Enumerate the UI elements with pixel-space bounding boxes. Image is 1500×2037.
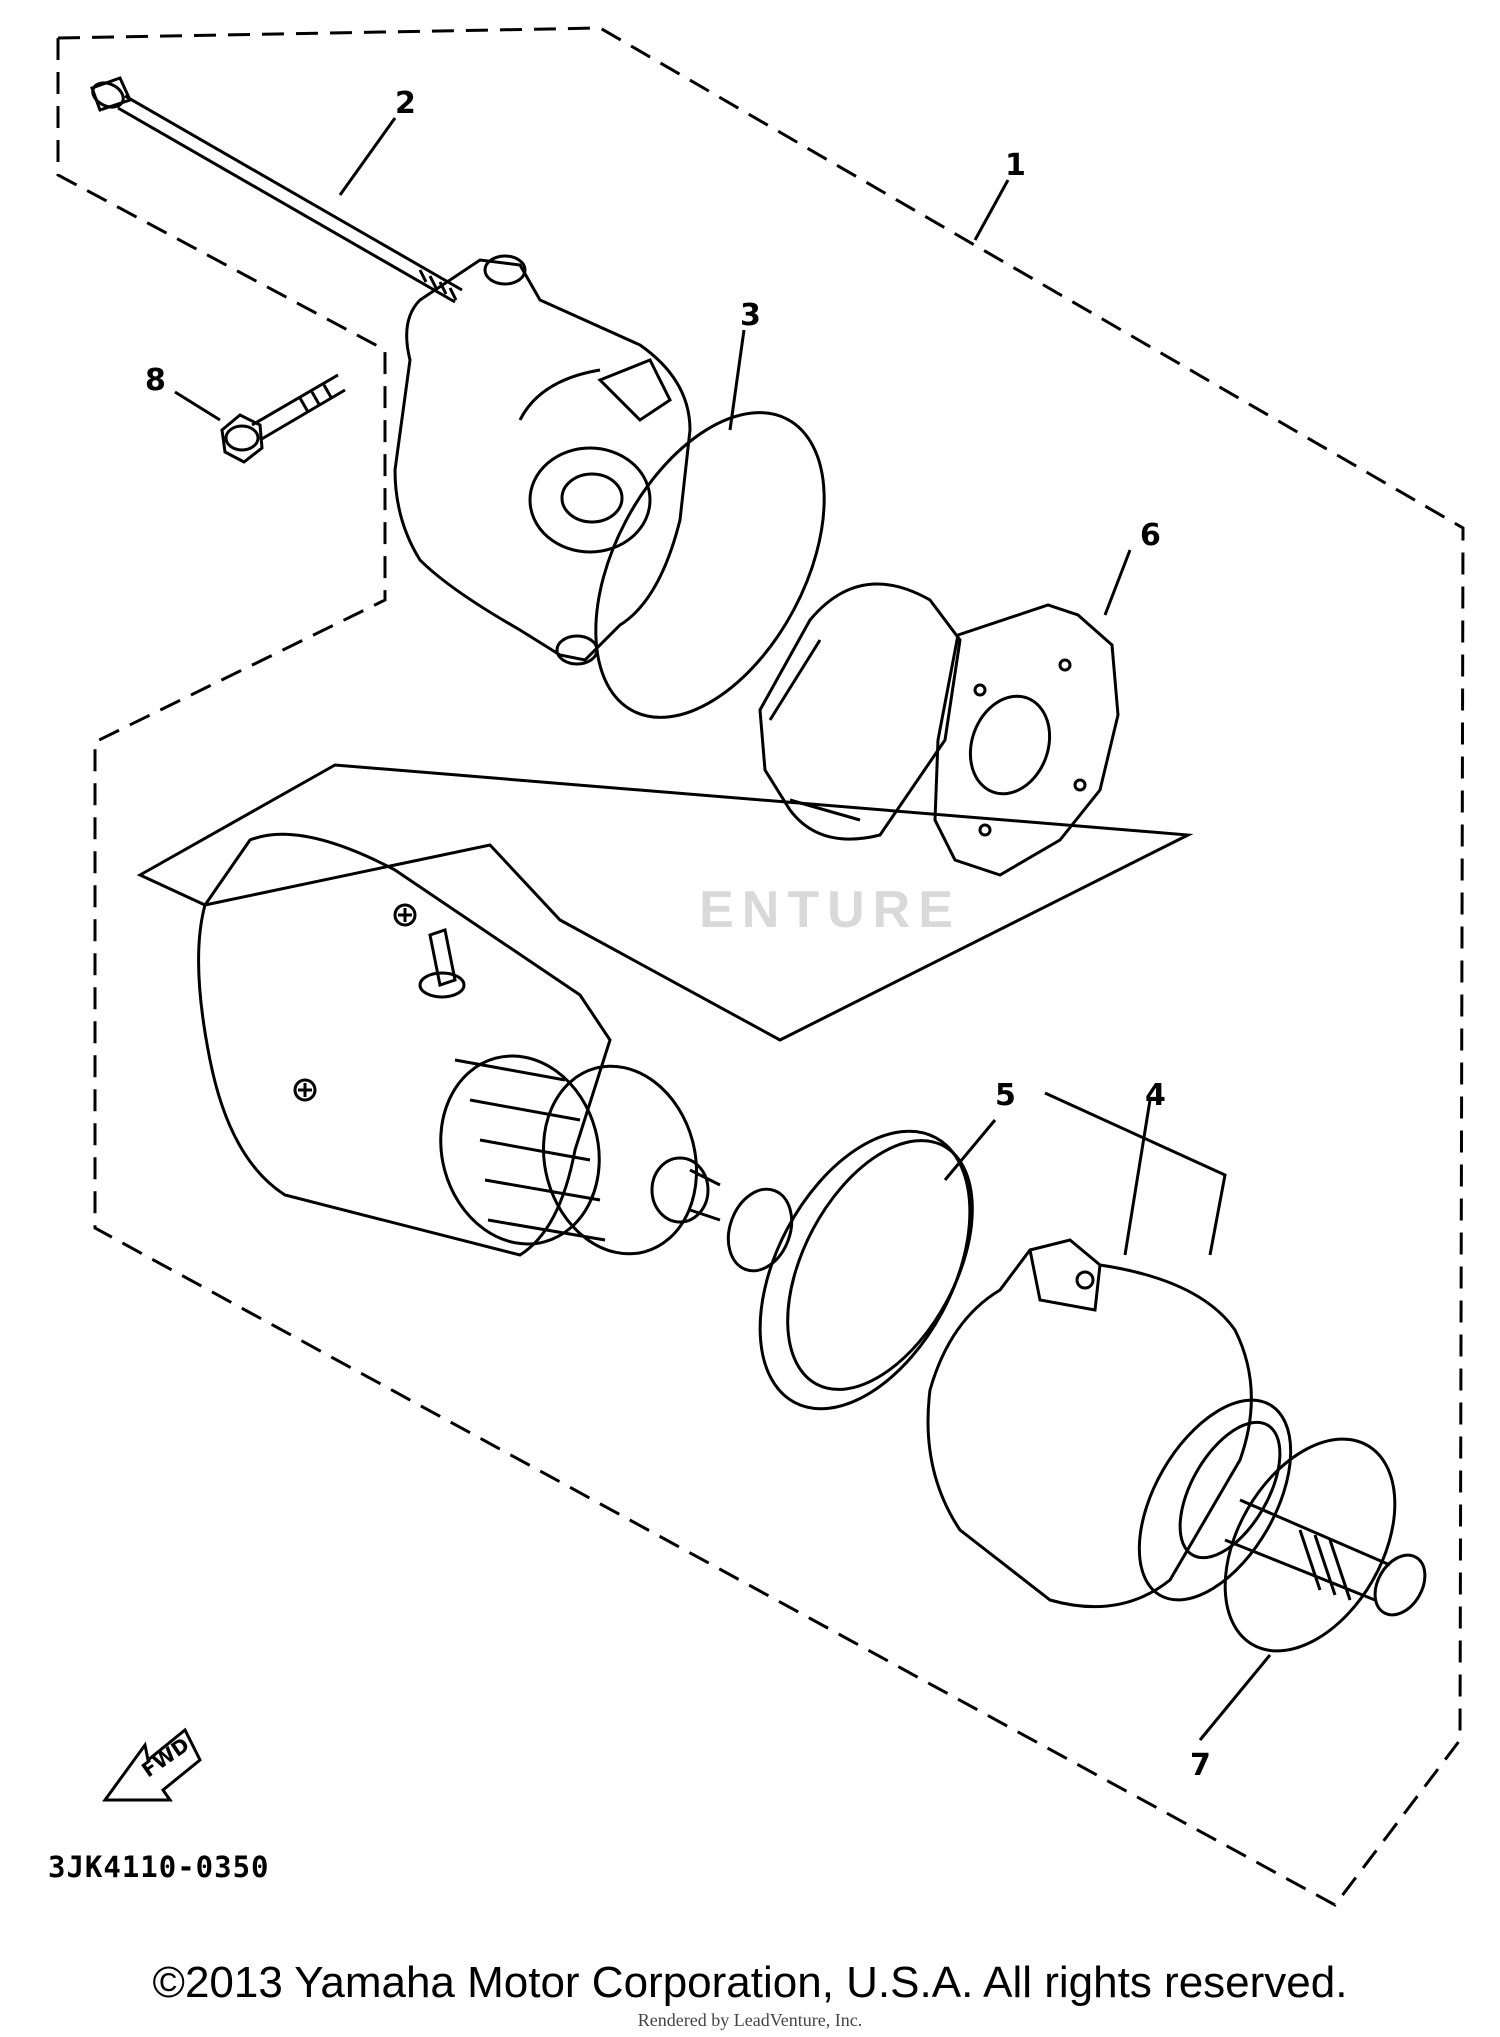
callout-8: 8: [145, 363, 166, 398]
brush-holder-part: [758, 582, 962, 841]
subassembly-outline: [136, 763, 1194, 1042]
assembly-outline: [56, 26, 1465, 1907]
gear-housing-part: [926, 1238, 1427, 1617]
callout-2: 2: [395, 86, 416, 121]
washer-part: [726, 1187, 794, 1273]
through-bolt-part: [90, 76, 463, 304]
front-cover-housing: [393, 254, 692, 666]
brush-plate-part: [933, 603, 1120, 877]
callout-3: 3: [740, 298, 761, 333]
fwd-arrow-icon: [102, 1727, 202, 1802]
bolt-part: [220, 373, 346, 464]
fwd-label: FWD: [137, 1732, 194, 1782]
copyright-text: ©2013 Yamaha Motor Corporation, U.S.A. A…: [152, 1958, 1348, 2007]
o-ring-part: [594, 411, 826, 719]
callout-4: 4: [1145, 1078, 1166, 1113]
motor-yoke-part: [197, 832, 721, 1257]
callout-5: 5: [995, 1078, 1016, 1113]
gasket-part: [758, 1129, 974, 1411]
o-ring-small-part: [1223, 1437, 1397, 1653]
part-code: 3JK4110-0350: [48, 1850, 270, 1884]
callout-7: 7: [1190, 1748, 1211, 1783]
callout-1: 1: [1005, 148, 1026, 183]
rendered-by-text: Rendered by LeadVenture, Inc.: [637, 2010, 863, 2030]
callout-6: 6: [1140, 518, 1161, 553]
leader-lines: [174, 117, 1272, 1741]
watermark: ENTURE: [699, 881, 961, 939]
